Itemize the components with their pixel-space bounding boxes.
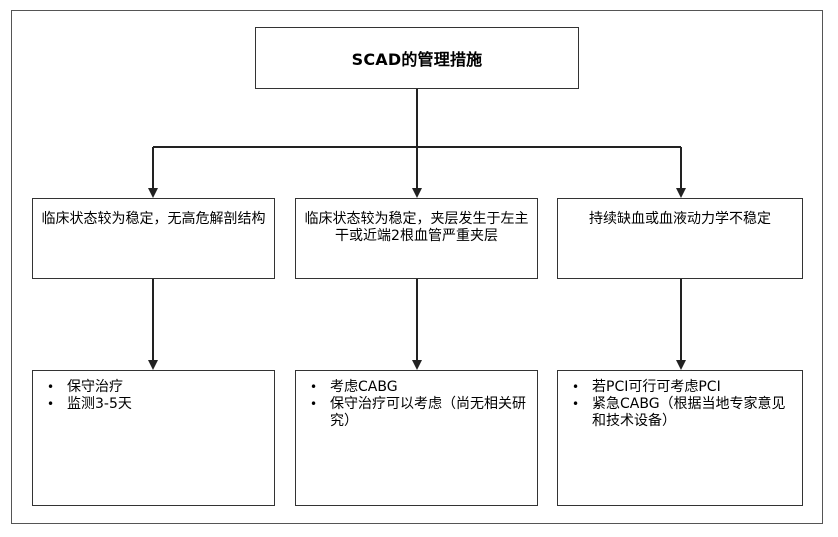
bullet-icon: • xyxy=(310,380,318,394)
action-box-3: • 若PCI可行可考虑PCI • 紧急CABG（根据当地专家意见和技术设备） xyxy=(557,370,803,506)
condition-box-1: 临床状态较为稳定，无高危解剖结构 xyxy=(32,198,275,279)
bullet-icon: • xyxy=(572,397,580,411)
action-text: 若PCI可行可考虑PCI xyxy=(592,379,721,395)
bullet-icon: • xyxy=(310,397,318,411)
condition-box-3: 持续缺血或血液动力学不稳定 xyxy=(557,198,803,279)
action-item: • 若PCI可行可考虑PCI xyxy=(568,379,794,396)
bullet-icon: • xyxy=(47,397,55,411)
diagram-frame xyxy=(11,10,823,524)
diagram-title: SCAD的管理措施 xyxy=(351,50,483,69)
condition-text-1: 临床状态较为稳定，无高危解剖结构 xyxy=(41,211,266,227)
action-list-2: • 考虑CABG • 保守治疗可以考虑（尚无相关研究） xyxy=(306,379,529,430)
action-item: • 紧急CABG（根据当地专家意见和技术设备） xyxy=(568,396,794,430)
action-box-1: • 保守治疗 • 监测3-5天 xyxy=(32,370,275,506)
action-text: 保守治疗 xyxy=(67,379,123,395)
action-text: 监测3-5天 xyxy=(67,396,132,412)
condition-text-3: 持续缺血或血液动力学不稳定 xyxy=(589,211,771,227)
action-item: • 保守治疗 xyxy=(43,379,266,396)
action-list-1: • 保守治疗 • 监测3-5天 xyxy=(43,379,266,413)
action-box-2: • 考虑CABG • 保守治疗可以考虑（尚无相关研究） xyxy=(295,370,538,506)
title-box: SCAD的管理措施 xyxy=(255,27,579,89)
condition-text-2: 临床状态较为稳定，夹层发生于左主干或近端2根血管严重夹层 xyxy=(304,211,529,244)
action-item: • 保守治疗可以考虑（尚无相关研究） xyxy=(306,396,529,430)
bullet-icon: • xyxy=(47,380,55,394)
condition-box-2: 临床状态较为稳定，夹层发生于左主干或近端2根血管严重夹层 xyxy=(295,198,538,279)
action-text: 保守治疗可以考虑（尚无相关研究） xyxy=(330,396,526,429)
bullet-icon: • xyxy=(572,380,580,394)
action-item: • 监测3-5天 xyxy=(43,396,266,413)
action-text: 紧急CABG（根据当地专家意见和技术设备） xyxy=(592,396,786,429)
action-text: 考虑CABG xyxy=(330,379,398,395)
action-list-3: • 若PCI可行可考虑PCI • 紧急CABG（根据当地专家意见和技术设备） xyxy=(568,379,794,430)
action-item: • 考虑CABG xyxy=(306,379,529,396)
